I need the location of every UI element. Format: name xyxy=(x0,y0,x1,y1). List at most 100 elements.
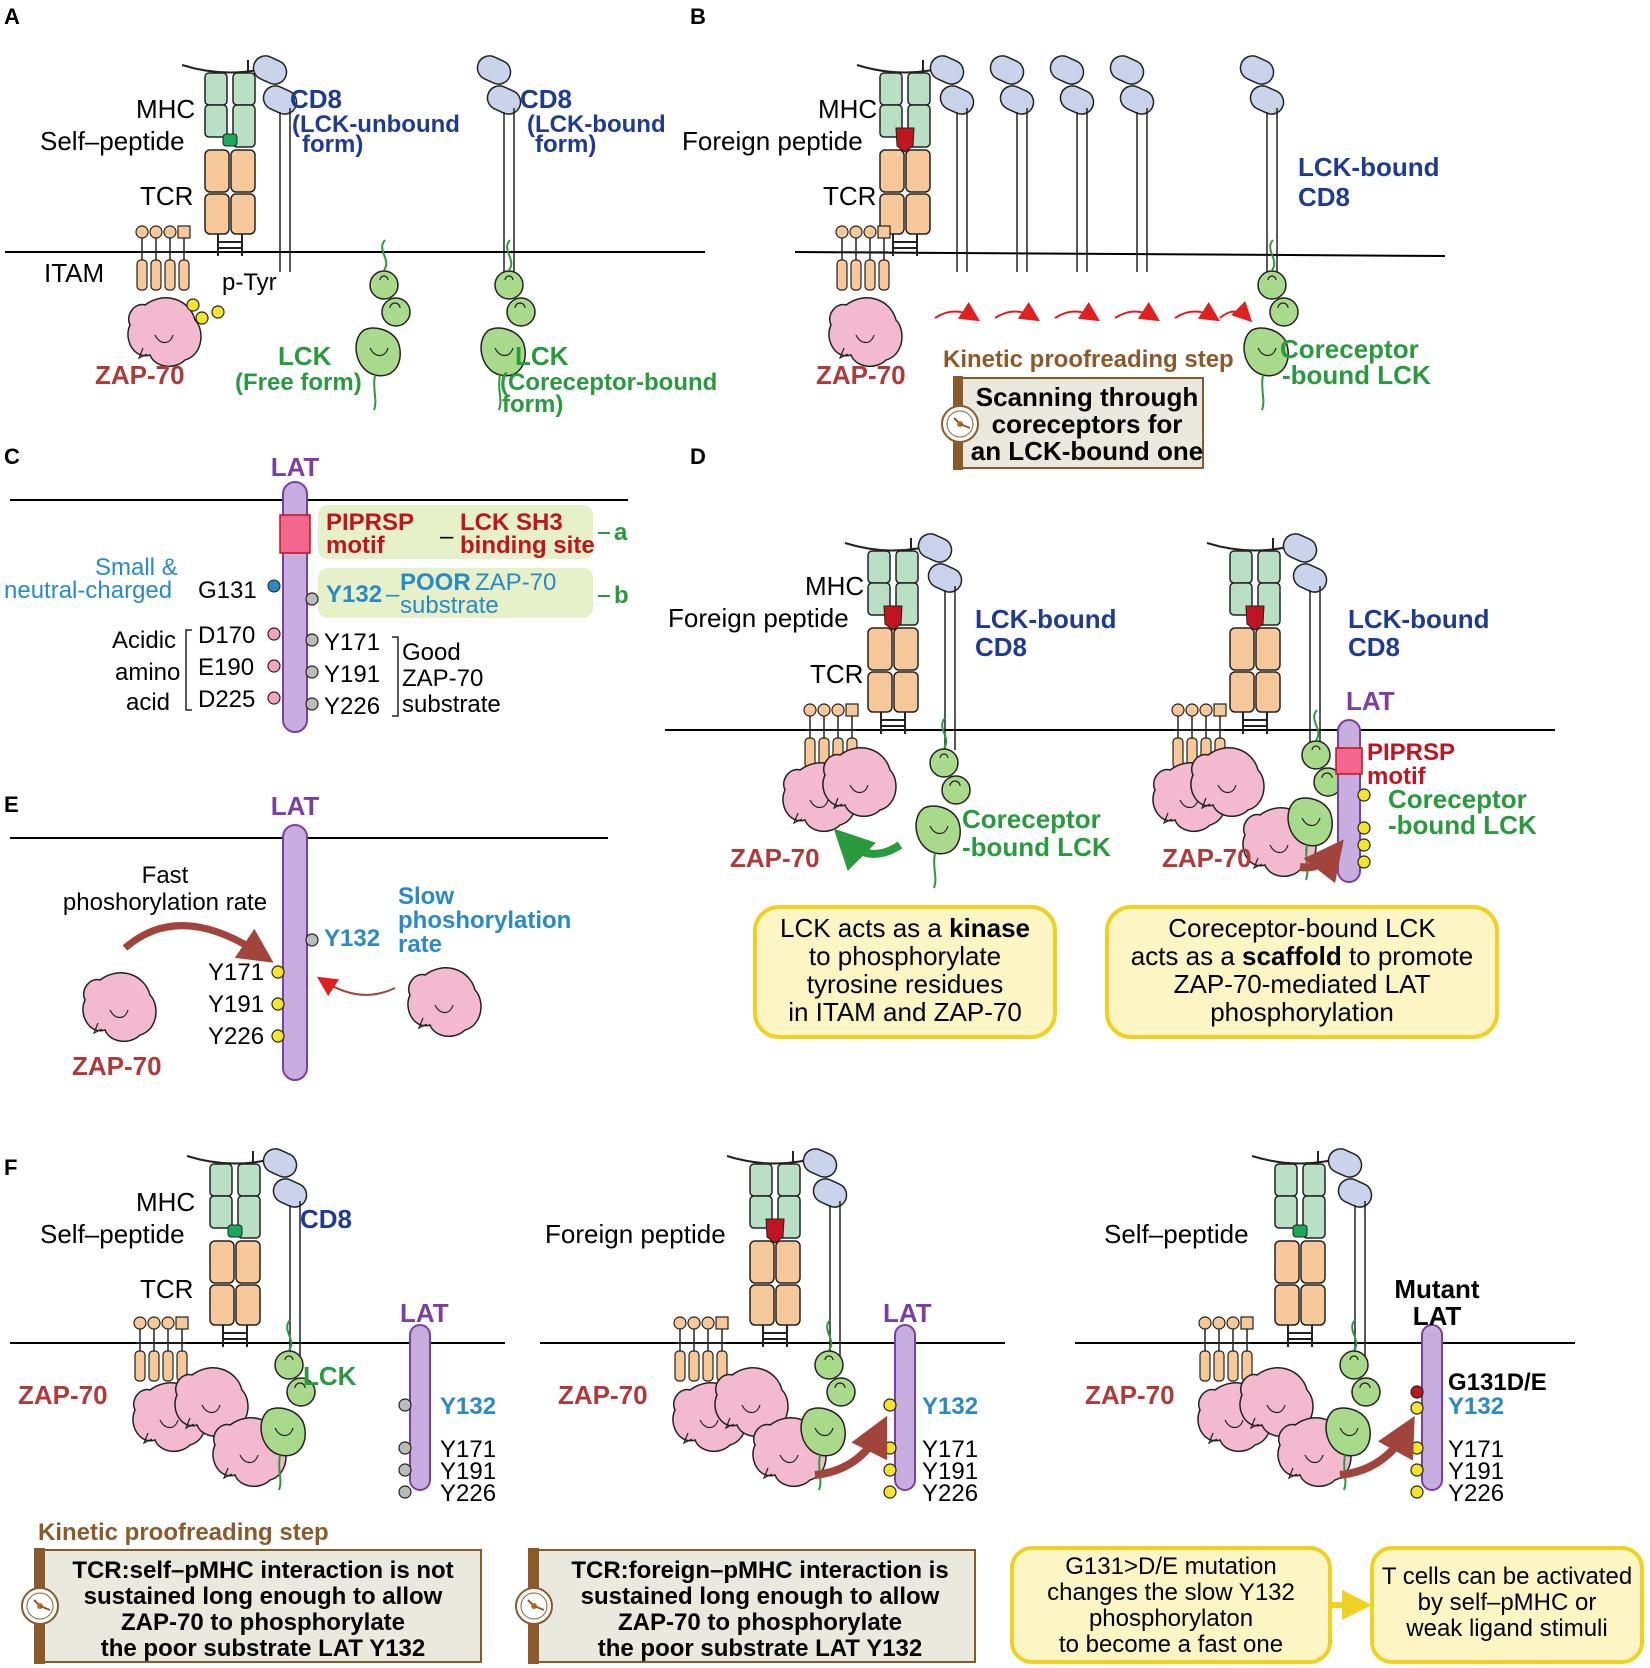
label-peptide-2: Foreign peptide xyxy=(545,1219,726,1249)
label-poor: POOR xyxy=(400,569,471,596)
label-acidic-2: amino xyxy=(115,659,180,686)
d225-dot xyxy=(267,691,281,705)
cd8-bound xyxy=(472,51,526,273)
kinetic-box-2 xyxy=(528,1548,976,1664)
lat-2 xyxy=(894,1324,916,1491)
box3-line4: to become a fast one xyxy=(1059,1631,1283,1658)
label-cd8-a2: CD8 xyxy=(520,84,572,114)
label-good-3: substrate xyxy=(402,691,501,718)
fast-arrow xyxy=(122,922,274,963)
label-motif-1: PIPRSP xyxy=(326,509,414,536)
label-g131de: G131D/E xyxy=(1448,1369,1547,1396)
label-y226: Y226 xyxy=(208,1023,264,1050)
label-tcr: TCR xyxy=(140,1274,193,1304)
label-sh3-1: LCK SH3 xyxy=(460,509,563,536)
label-zap-right: ZAP-70 xyxy=(1162,843,1252,873)
label-y132: Y132 xyxy=(324,925,380,952)
label-cd8-a1-sub2: form) xyxy=(302,131,363,158)
scaffold-box-line1: Coreceptor-bound LCK xyxy=(1168,913,1436,943)
box3-line3: phosphorylaton xyxy=(1089,1605,1253,1632)
label-zap70: ZAP-70 xyxy=(816,360,906,390)
cd8-1 xyxy=(925,51,979,273)
label-cd8-left-1: LCK-bound xyxy=(975,604,1117,634)
label-lat: LAT xyxy=(1346,686,1395,716)
mhc-tcr-2 xyxy=(726,1150,824,1348)
box4-line3: weak ligand stimuli xyxy=(1405,1615,1607,1642)
activation-box xyxy=(1370,1546,1644,1664)
kinase-box-line4: in ITAM and ZAP-70 xyxy=(788,997,1022,1027)
label-y132-3: Y132 xyxy=(1448,1393,1504,1420)
label-acidic-3: acid xyxy=(126,689,170,716)
label-zap-left: ZAP-70 xyxy=(730,843,820,873)
mhc-tcr-left xyxy=(844,537,942,735)
label-ptyr: p-Tyr xyxy=(222,269,277,296)
label-y171: Y171 xyxy=(208,959,264,986)
cd8-4 xyxy=(1105,51,1159,273)
y171-dot xyxy=(398,1441,412,1455)
label-cd8-a2-sub2: form) xyxy=(535,131,596,158)
label-cd8-right-2: CD8 xyxy=(1348,632,1400,662)
label-motif-2: motif xyxy=(1367,763,1427,790)
box2-line2: sustained long enough to allow xyxy=(581,1583,940,1610)
label-good-2: ZAP-70 xyxy=(402,665,483,692)
y132-dot xyxy=(398,1398,412,1412)
label-cd8: CD8 xyxy=(300,1204,352,1234)
box2-line1: TCR:foreign–pMHC interaction is xyxy=(571,1557,948,1584)
kinase-box-line2: to phosphorylate xyxy=(809,941,1001,971)
box1-line4: the poor substrate LAT Y132 xyxy=(101,1635,426,1662)
panel-a: A MHC Self–peptide TCR ITAM p-Tyr CD8 (L… xyxy=(4,4,717,418)
kinetic-proofreading-title: Kinetic proofreading step xyxy=(38,1519,329,1546)
label-fast-2: phoshorylation rate xyxy=(63,889,267,916)
y132-dot xyxy=(883,1398,897,1412)
box1-line1: TCR:self–pMHC interaction is not xyxy=(72,1557,453,1584)
panel-e: E LAT Y132 Y171 Y191 Y226 Fast phoshoryl… xyxy=(4,791,608,1081)
kinetic-box-line3: an LCK-bound one xyxy=(971,436,1204,466)
lat-ptyr-dot xyxy=(1357,821,1371,835)
label-lck: LCK xyxy=(303,1361,357,1391)
label-mhc: MHC xyxy=(805,571,864,601)
y171-dot xyxy=(305,633,319,647)
label-motif-2: motif xyxy=(326,532,386,559)
panel-letter: B xyxy=(690,4,706,29)
label-d225: D225 xyxy=(198,686,255,713)
lat-3 xyxy=(1421,1324,1443,1491)
lat-ptyr-dot xyxy=(1357,855,1371,869)
label-lat: LAT xyxy=(271,791,320,821)
scaffold-box xyxy=(1105,905,1499,1039)
label-substrate: substrate xyxy=(400,592,499,619)
label-d170: D170 xyxy=(198,622,255,649)
stopwatch-icon xyxy=(515,1587,553,1625)
mhc-tcr-1 xyxy=(186,1150,284,1348)
label-y226-1: Y226 xyxy=(440,1480,496,1507)
box3-line2: changes the slow Y132 xyxy=(1047,1579,1295,1606)
lat-molecule xyxy=(1337,719,1361,883)
zap70-left xyxy=(82,972,157,1043)
label-lat-1: LAT xyxy=(400,1298,449,1328)
y191-dot xyxy=(1410,1463,1424,1477)
label-sh3-2: binding site xyxy=(460,532,595,559)
cd8-lck-bound xyxy=(1235,51,1289,273)
kinetic-box-line1: Scanning through xyxy=(976,382,1198,412)
label-mutant-lat: LAT xyxy=(1413,1301,1462,1331)
scaffold-box-line2: acts as a scaffold to promote xyxy=(1131,941,1473,971)
cd8-3 xyxy=(1323,1144,1377,1366)
label-lck-bound-sub1: (Coreceptor-bound xyxy=(500,369,717,396)
panel-f: F MHC Self–peptide TCR CD8 LCK ZAP-70 LA… xyxy=(4,1144,1644,1664)
label-slow-3: rate xyxy=(398,931,442,958)
label-y191: Y191 xyxy=(324,661,380,688)
kinase-arrow xyxy=(833,828,903,872)
label-y226-2: Y226 xyxy=(922,1480,978,1507)
kinetic-box-line2: coreceptors for xyxy=(992,409,1183,439)
label-slow-1: Slow xyxy=(398,883,454,910)
label-lck-free: LCK xyxy=(278,341,332,371)
panel-b: B MHC Foreign peptide TCR LCK-bound CD8 … xyxy=(682,4,1446,470)
motif-box xyxy=(318,505,593,559)
y191-dot xyxy=(398,1463,412,1477)
label-zap70: ZAP-70 xyxy=(72,1051,162,1081)
label-slow-2: phoshorylation xyxy=(398,907,571,934)
label-cd8-1: LCK-bound xyxy=(1298,152,1440,182)
label-g131: G131 xyxy=(198,577,257,604)
label-good-1: Good xyxy=(402,639,461,666)
label-cd8-a2-sub1: (LCK-bound xyxy=(527,111,666,138)
label-cd8-a1-sub1: (LCK-unbound xyxy=(292,111,460,138)
